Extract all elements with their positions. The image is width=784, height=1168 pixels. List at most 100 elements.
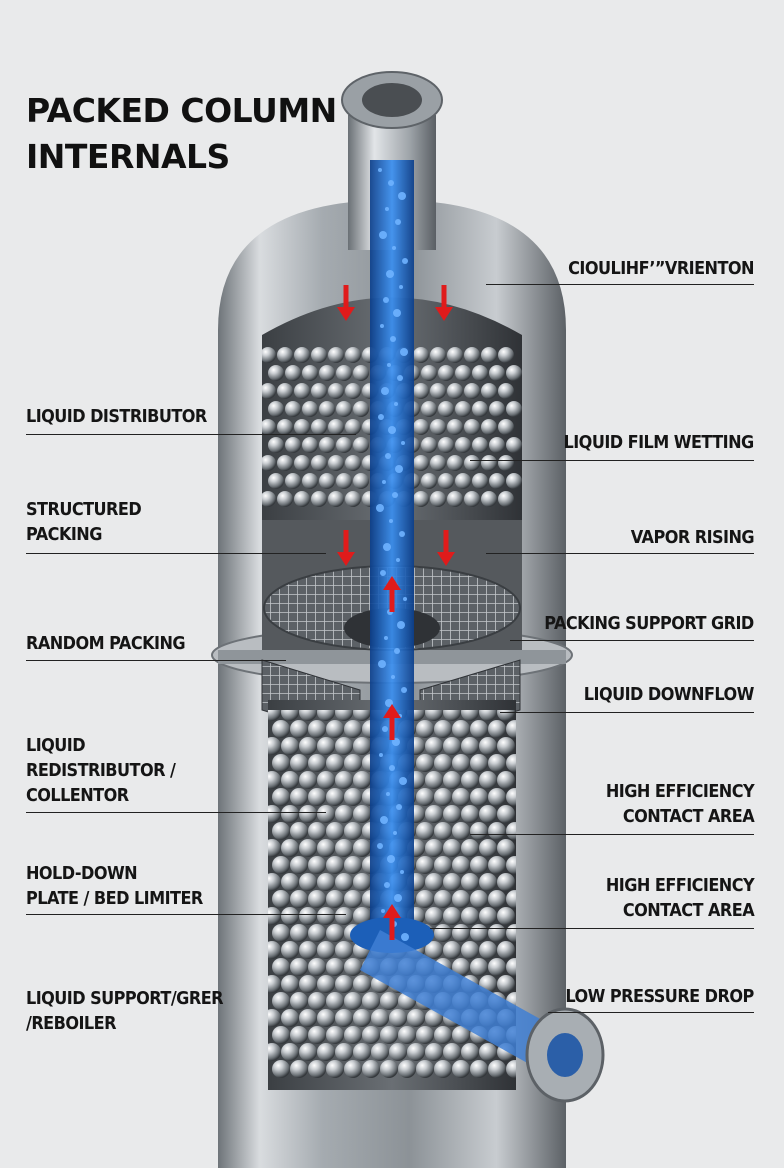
packing-sphere: [299, 873, 317, 891]
liquid-droplet: [384, 882, 390, 888]
packing-sphere: [290, 822, 308, 840]
packing-sphere: [328, 347, 344, 363]
packing-sphere: [380, 1026, 398, 1044]
packing-sphere: [336, 473, 352, 489]
packing-sphere: [262, 491, 276, 507]
packing-sphere: [272, 720, 290, 738]
packing-sphere: [268, 1043, 281, 1061]
packing-sphere: [285, 473, 301, 489]
liquid-droplet: [402, 258, 408, 264]
packing-sphere: [481, 419, 497, 435]
packing-sphere: [413, 455, 429, 471]
packing-sphere: [281, 1043, 299, 1061]
packing-sphere: [434, 856, 452, 874]
liquid-droplet: [388, 180, 394, 186]
packing-sphere: [506, 822, 516, 840]
packing-sphere: [353, 401, 369, 417]
packing-sphere: [438, 401, 454, 417]
packing-sphere: [345, 491, 361, 507]
packing-sphere: [489, 365, 505, 381]
packing-sphere: [285, 365, 301, 381]
packing-sphere: [470, 890, 488, 908]
packing-sphere: [344, 788, 362, 806]
liquid-droplet: [387, 855, 395, 863]
packing-sphere: [353, 473, 369, 489]
packing-sphere: [345, 419, 361, 435]
packing-sphere: [488, 788, 506, 806]
packing-sphere: [398, 1060, 416, 1078]
liquid-droplet: [385, 207, 389, 211]
packing-sphere: [335, 1009, 353, 1027]
packing-sphere: [421, 437, 437, 453]
packing-sphere: [452, 958, 470, 976]
packing-sphere: [335, 771, 353, 789]
packing-sphere: [335, 941, 353, 959]
packing-sphere: [344, 958, 362, 976]
packing-sphere: [479, 907, 497, 925]
packing-sphere: [277, 419, 293, 435]
liquid-droplet: [394, 648, 400, 654]
label-high-efficiency-1: HIGH EFFICIENCY CONTACT AREA: [605, 782, 755, 827]
packing-sphere: [461, 839, 479, 857]
liquid-droplet: [394, 894, 402, 902]
packing-sphere: [470, 924, 488, 942]
packing-sphere: [290, 856, 308, 874]
packing-sphere: [452, 890, 470, 908]
packing-sphere: [272, 890, 290, 908]
packing-sphere: [319, 401, 335, 417]
liquid-droplet: [401, 933, 409, 941]
packing-sphere: [277, 491, 293, 507]
packing-sphere: [481, 491, 497, 507]
packing-sphere: [308, 856, 326, 874]
packing-sphere: [290, 958, 308, 976]
packing-sphere: [362, 1026, 380, 1044]
packing-sphere: [344, 720, 362, 738]
liquid-droplet: [376, 504, 384, 512]
packing-sphere: [479, 805, 497, 823]
packing-sphere: [470, 958, 488, 976]
liquid-droplet: [377, 843, 383, 849]
packing-sphere: [308, 720, 326, 738]
packing-sphere: [389, 1043, 407, 1061]
packing-sphere: [326, 856, 344, 874]
liquid-droplet: [389, 519, 393, 523]
liquid-droplet: [383, 297, 389, 303]
packing-sphere: [311, 383, 327, 399]
packing-sphere: [290, 1026, 308, 1044]
packing-sphere: [317, 1009, 335, 1027]
liquid-droplet: [399, 531, 405, 537]
packing-sphere: [421, 473, 437, 489]
packing-sphere: [302, 401, 318, 417]
packing-sphere: [488, 924, 506, 942]
packing-sphere: [336, 365, 352, 381]
packing-sphere: [281, 771, 299, 789]
liquid-down-arrow: [437, 530, 455, 566]
packing-sphere: [447, 455, 463, 471]
packing-sphere: [272, 754, 290, 772]
diagram-title: PACKED COLUMN INTERNALS: [26, 88, 346, 180]
packing-sphere: [345, 383, 361, 399]
packing-sphere: [470, 788, 488, 806]
packing-sphere: [299, 737, 317, 755]
packing-sphere: [326, 958, 344, 976]
packing-sphere: [308, 924, 326, 942]
label-liquid-distributor: LIQUID DISTRIBUTOR: [26, 407, 207, 427]
packing-sphere: [425, 839, 443, 857]
packing-sphere: [498, 347, 514, 363]
packing-sphere: [308, 992, 326, 1010]
liquid-droplet: [378, 414, 384, 420]
packing-sphere: [277, 383, 293, 399]
packing-sphere: [447, 383, 463, 399]
packing-sphere: [506, 788, 516, 806]
liquid-droplet: [380, 816, 388, 824]
packing-sphere: [336, 437, 352, 453]
packing-sphere: [443, 805, 461, 823]
packing-sphere: [497, 975, 515, 993]
liquid-droplet: [378, 168, 382, 172]
packing-sphere: [506, 754, 516, 772]
packing-sphere: [319, 365, 335, 381]
packing-sphere: [497, 737, 515, 755]
packing-sphere: [299, 805, 317, 823]
packing-sphere: [488, 1060, 506, 1078]
packing-sphere: [488, 890, 506, 908]
